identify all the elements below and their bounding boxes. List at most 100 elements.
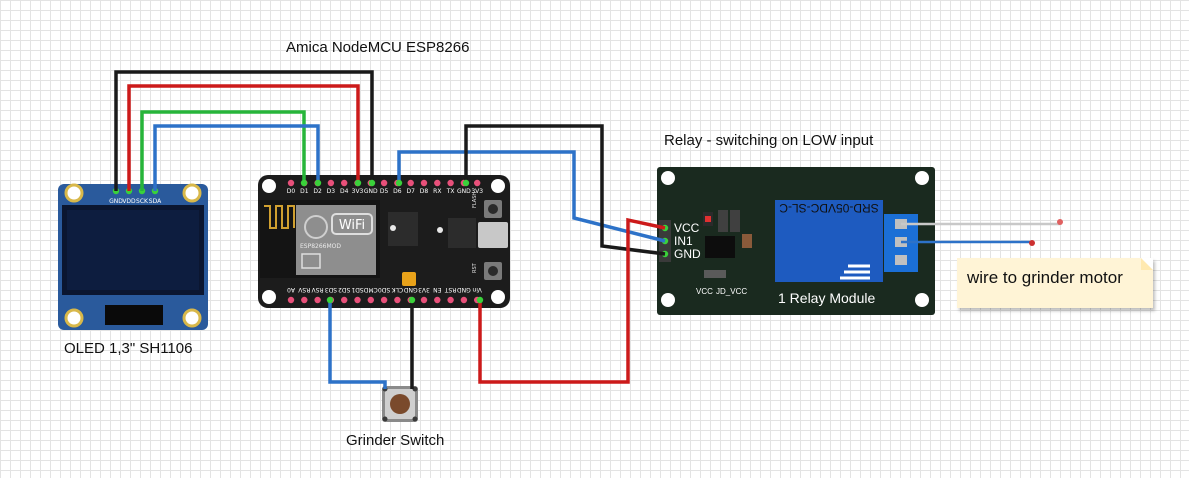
oled-ribbon <box>105 305 163 325</box>
esp-pin-label: D8 <box>420 188 429 195</box>
esp-pin <box>341 179 348 187</box>
mount-hole-icon <box>661 293 675 307</box>
esp-pin-label: TX <box>446 188 455 195</box>
esp-pin-label: RST <box>444 286 456 293</box>
esp-pin-label: D4 <box>340 188 349 195</box>
mount-hole-icon <box>64 308 84 328</box>
esp-pin-label: GND <box>457 188 471 195</box>
esp-pin-label: 3V3 <box>352 188 364 195</box>
esp-shield <box>296 205 376 275</box>
flash-button-label: FLASH <box>472 192 478 208</box>
esp-pin <box>434 296 441 304</box>
esp-pin-label: D0 <box>287 188 296 195</box>
motor-note-text: wire to grinder motor <box>967 268 1123 287</box>
oled-pin-vdd: VDD <box>122 198 136 205</box>
esp-pin-label: SD3 <box>325 286 337 293</box>
mount-hole-icon <box>491 179 505 193</box>
esp-pin-label: D1 <box>300 188 309 195</box>
esp-pin-label: D2 <box>313 188 322 195</box>
mount-hole-icon <box>915 171 929 185</box>
relay-coil-icon <box>775 200 883 282</box>
oled-pin-sck: SCK <box>136 198 149 205</box>
mount-hole-icon <box>182 183 202 203</box>
wires <box>114 70 1063 389</box>
esp-pin-label: CLK <box>391 286 404 293</box>
wire-red-vin-relay <box>478 217 666 384</box>
mount-hole-icon <box>64 183 84 203</box>
esp-pin <box>354 296 361 304</box>
mount-hole-icon <box>262 179 276 193</box>
esp-logo-icon <box>304 215 328 239</box>
jumper-label-vcc: VCC <box>696 287 713 296</box>
relay-title: Relay - switching on LOW input <box>664 132 874 149</box>
esp-pin <box>380 296 388 304</box>
relay-pin-vcc: VCC <box>674 221 700 235</box>
capacitor <box>402 272 416 286</box>
grinder-switch <box>382 386 418 422</box>
esp-pin <box>314 296 321 304</box>
esp-pin <box>367 296 374 304</box>
oled-pin-gnd: GND <box>109 198 123 205</box>
esp-pin-label: RX <box>433 188 441 195</box>
esp-pin <box>380 179 388 187</box>
wire-black-oled-gnd <box>114 70 374 191</box>
esp-pin-label: CMD <box>363 286 377 293</box>
esp-pin-label: D7 <box>406 188 415 195</box>
esp-model-text: ESP8266MOD <box>300 243 341 250</box>
note-fold-icon <box>1141 258 1153 270</box>
relay-module-name: 1 Relay Module <box>778 290 875 306</box>
esp-title: Amica NodeMCU ESP8266 <box>286 39 470 56</box>
esp-pin-label: RSV <box>297 286 310 293</box>
esp-pin <box>287 179 295 187</box>
mount-hole-icon <box>661 171 675 185</box>
esp-pin <box>341 296 348 304</box>
esp-pin <box>287 296 295 304</box>
esp-pin-label: SD2 <box>338 286 350 293</box>
wire-blue-oled-sda <box>153 124 320 191</box>
esp-pin-label: Vin <box>472 286 482 293</box>
esp-pin-label: D5 <box>380 188 389 195</box>
relay-pin-in1: IN1 <box>674 234 693 248</box>
transistor <box>705 236 735 258</box>
switch-title: Grinder Switch <box>346 432 445 449</box>
esp-pin <box>301 296 308 304</box>
esp-pin <box>420 296 428 304</box>
esp-pin-label: A0 <box>287 286 295 293</box>
antenna-icon <box>264 205 295 229</box>
esp-pin-label: SD0 <box>378 286 390 293</box>
wifi-logo-icon <box>331 213 373 235</box>
wire-green-oled-sck <box>140 110 306 191</box>
oled-module: GND VDD SCK SDA <box>58 183 208 330</box>
esp-pin-label: 3V3 <box>471 188 483 195</box>
esp-pin <box>474 179 481 187</box>
oled-pin-sda: SDA <box>149 198 162 205</box>
esp-pin <box>447 179 454 187</box>
mount-hole-icon <box>915 293 929 307</box>
mount-hole-icon <box>182 308 202 328</box>
esp-pin-label: D6 <box>393 188 402 195</box>
wire-red-oled-vdd <box>127 84 360 191</box>
usb-port-icon <box>478 222 508 248</box>
esp-pin-label: GND <box>364 188 378 195</box>
jumper-icon <box>704 270 726 278</box>
esp-pin-label: SD1 <box>351 286 363 293</box>
jumper-label-jdvcc: JD_VCC <box>716 287 747 296</box>
esp-pin-label: 3V3 <box>418 286 430 293</box>
relay-pin-gnd: GND <box>674 247 701 261</box>
oled-title: OLED 1,3" SH1106 <box>64 340 193 357</box>
wire-black-gnd-relay <box>464 124 666 256</box>
esp-pin <box>434 179 441 187</box>
wifi-logo-text: WiFi <box>339 218 365 233</box>
esp-pin <box>447 296 454 304</box>
esp-pin-label: GND <box>403 286 417 293</box>
wire-blue-d5-in1 <box>397 150 666 243</box>
esp-pin-label: GND <box>457 286 471 293</box>
usb-chip <box>448 218 476 248</box>
motor-note: wire to grinder motor <box>957 258 1153 308</box>
esp-pin-label: RSV <box>311 286 324 293</box>
esp-pin <box>407 179 414 187</box>
esp-pin <box>460 296 468 304</box>
